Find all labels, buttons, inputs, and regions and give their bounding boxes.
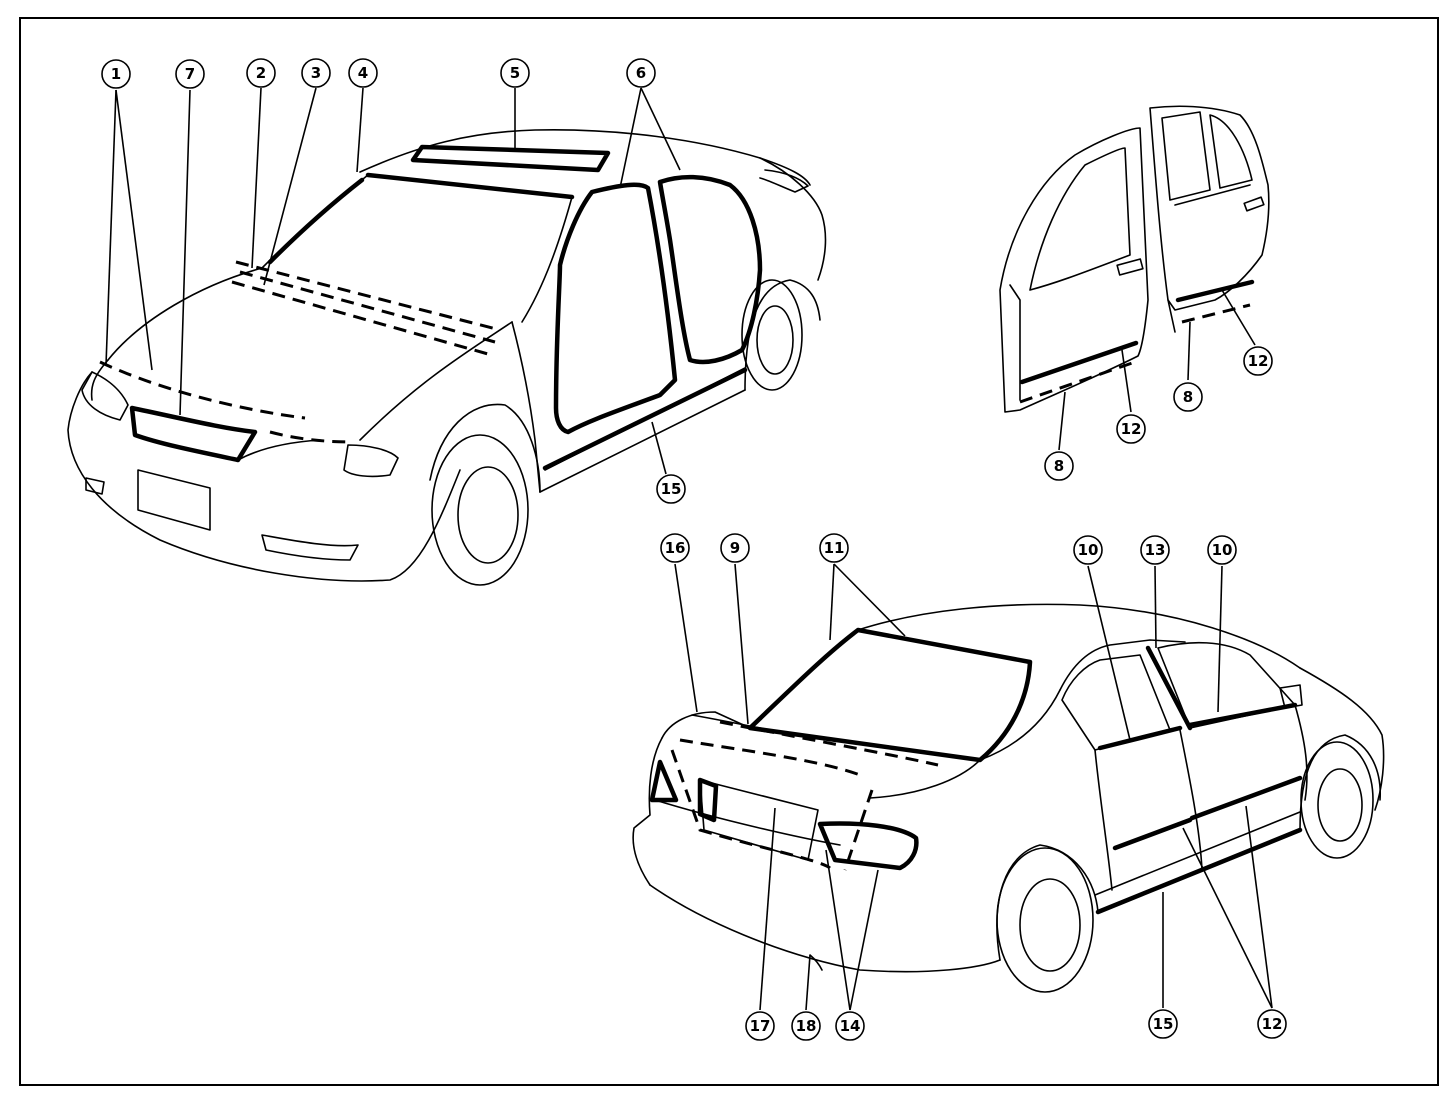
- callout-8-rear-door-label: 8: [1183, 388, 1193, 406]
- callout-12-front-door: 12: [1116, 414, 1146, 444]
- callout-9-label: 9: [730, 539, 740, 557]
- callout-10-rear: 10: [1073, 535, 1103, 565]
- callout-7-label: 7: [185, 65, 195, 83]
- callout-15-front-label: 15: [661, 480, 682, 498]
- callout-14: 14: [835, 1011, 865, 1041]
- callout-13: 13: [1140, 535, 1170, 565]
- callout-12-rear-body-label: 12: [1262, 1015, 1283, 1033]
- callout-1-label: 1: [111, 65, 121, 83]
- callout-18: 18: [791, 1011, 821, 1041]
- callout-15-front: 15: [656, 474, 686, 504]
- callout-10-front: 10: [1207, 535, 1237, 565]
- callout-12-rear-door-label: 12: [1248, 352, 1269, 370]
- callout-5-label: 5: [510, 64, 520, 82]
- callout-12-rear-body: 12: [1257, 1009, 1287, 1039]
- callout-15-rear-label: 15: [1153, 1015, 1174, 1033]
- front-car-illustration: [67, 128, 827, 586]
- callout-5: 5: [500, 58, 530, 88]
- callout-2: 2: [246, 58, 276, 88]
- callout-9: 9: [720, 533, 750, 563]
- callout-10-rear-label: 10: [1078, 541, 1099, 559]
- callout-6-label: 6: [636, 64, 646, 82]
- callout-markers: 1 7 2 3 4 5 6 15 12 8 12 8 16 9 11 10 13…: [101, 58, 1287, 1041]
- callout-4: 4: [348, 58, 378, 88]
- callout-8-rear-door: 8: [1173, 382, 1203, 412]
- callout-11: 11: [819, 533, 849, 563]
- callout-8-front-door: 8: [1044, 451, 1074, 481]
- diagram-frame: [19, 17, 1439, 1086]
- rear-car-illustration: [632, 603, 1385, 993]
- callout-16-label: 16: [665, 539, 686, 557]
- callout-2-label: 2: [256, 64, 266, 82]
- callout-12-rear-door: 12: [1243, 346, 1273, 376]
- callout-18-label: 18: [796, 1017, 817, 1035]
- callout-12-front-door-label: 12: [1121, 420, 1142, 438]
- callout-14-label: 14: [840, 1017, 861, 1035]
- callout-17: 17: [745, 1011, 775, 1041]
- callout-13-label: 13: [1145, 541, 1166, 559]
- doors-illustration: [999, 105, 1270, 413]
- callout-6: 6: [626, 58, 656, 88]
- callout-17-label: 17: [750, 1017, 771, 1035]
- callout-3: 3: [301, 58, 331, 88]
- callout-4-label: 4: [358, 64, 368, 82]
- callout-7: 7: [175, 59, 205, 89]
- callout-8-front-door-label: 8: [1054, 457, 1064, 475]
- callout-11-label: 11: [824, 539, 845, 557]
- callout-10-front-label: 10: [1212, 541, 1233, 559]
- callout-15-rear: 15: [1148, 1009, 1178, 1039]
- callout-3-label: 3: [311, 64, 321, 82]
- leader-lines: [105, 87, 1273, 1011]
- callout-1: 1: [101, 59, 131, 89]
- callout-16: 16: [660, 533, 690, 563]
